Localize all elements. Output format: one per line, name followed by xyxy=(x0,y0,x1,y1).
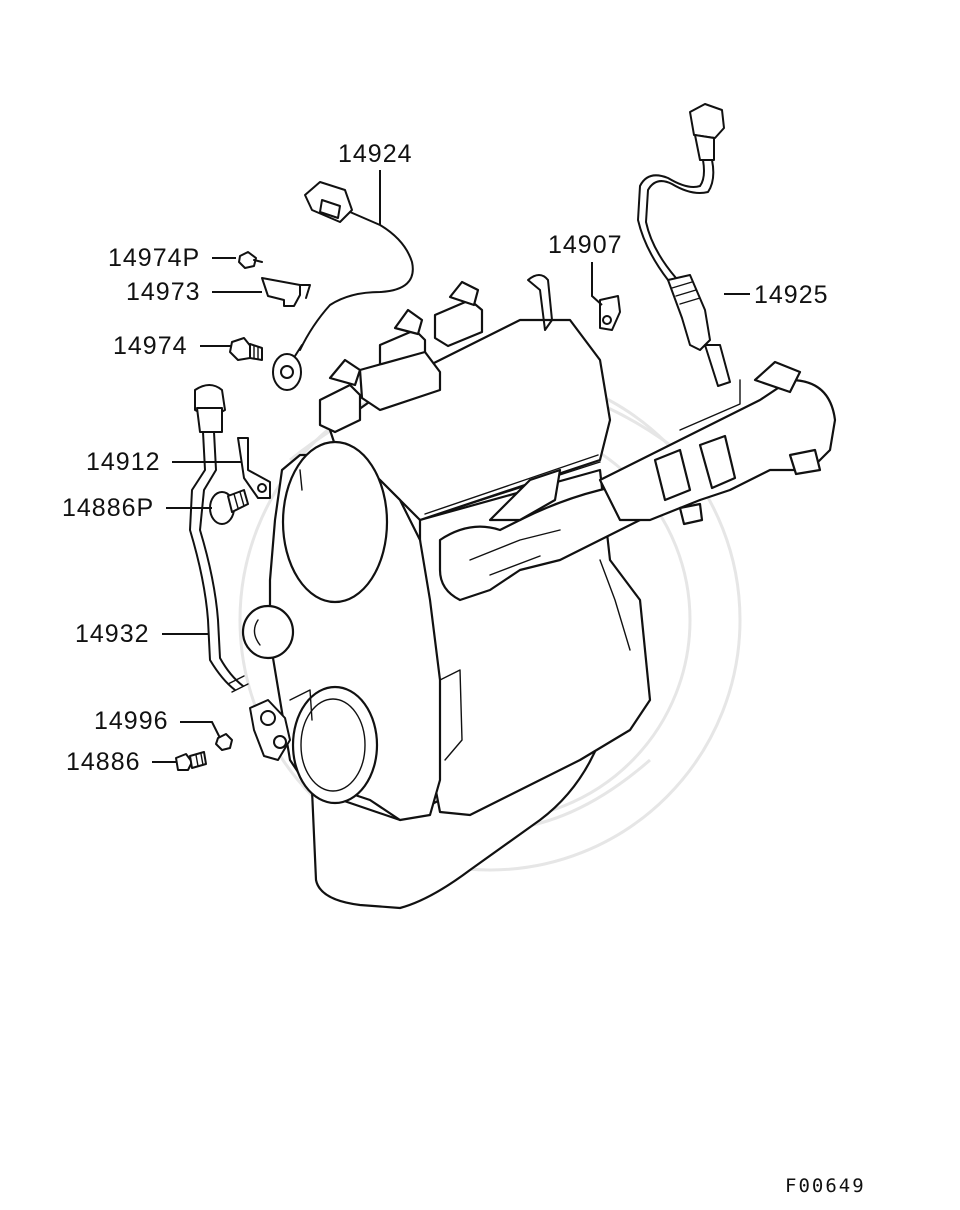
bolt-14974p xyxy=(238,251,263,269)
crank-sensor-14932 xyxy=(189,384,291,761)
bolt-14886p xyxy=(209,489,249,525)
callout-14932: 14932 xyxy=(75,620,150,648)
callout-14924: 14924 xyxy=(338,140,413,168)
figure-code: F00649 xyxy=(785,1175,866,1197)
bracket-14973 xyxy=(261,277,311,307)
engine-block xyxy=(241,274,837,910)
leader-lines xyxy=(152,170,750,763)
oxygen-sensor-14925 xyxy=(637,103,731,387)
bolt-14886 xyxy=(175,751,207,771)
knock-sensor-14924 xyxy=(272,181,414,391)
callout-14996: 14996 xyxy=(94,707,169,735)
callout-14886p: 14886P xyxy=(62,494,154,522)
callout-labels: 14924 14974P 14973 14974 14907 14925 149… xyxy=(62,140,829,776)
callout-14886: 14886 xyxy=(66,748,141,776)
bracket-14912 xyxy=(237,437,271,499)
callout-14907: 14907 xyxy=(548,231,623,259)
callout-14973: 14973 xyxy=(126,278,201,306)
callout-14974p: 14974P xyxy=(108,244,200,272)
bracket-14907 xyxy=(599,295,621,331)
callout-14925: 14925 xyxy=(754,281,829,309)
bolt-14974 xyxy=(229,337,263,361)
callout-14974: 14974 xyxy=(113,332,188,360)
callout-14912: 14912 xyxy=(86,448,161,476)
